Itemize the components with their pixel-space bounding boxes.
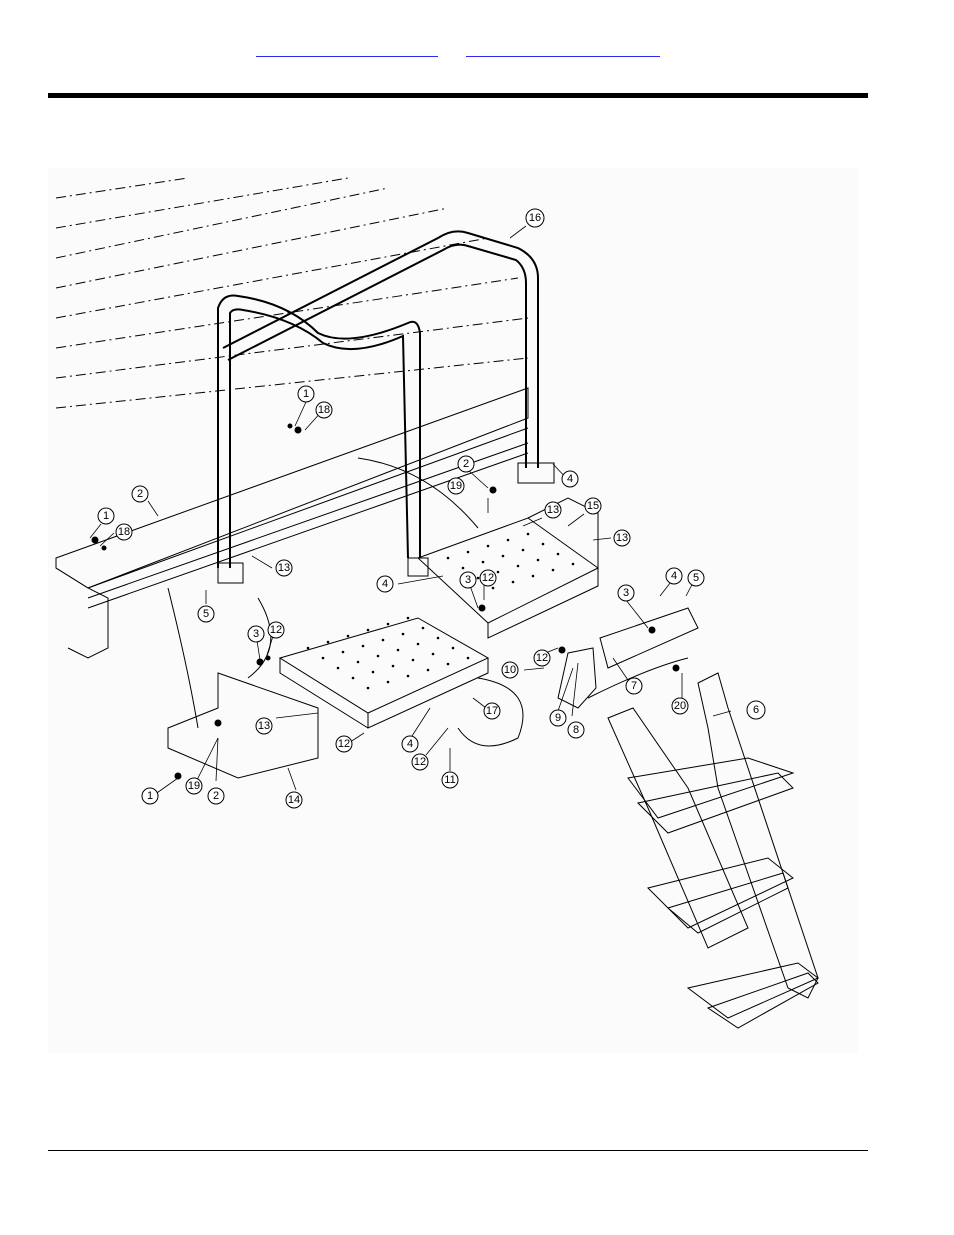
hardware-holes [91, 423, 680, 780]
right-bracket [599, 607, 699, 669]
callout-12-label: 12 [414, 756, 426, 768]
callout-14-label: 14 [288, 794, 300, 806]
callout-5-label: 5 [203, 608, 209, 620]
callout-16: 16 [525, 208, 545, 228]
callout-4-label: 4 [567, 473, 573, 485]
callout-5: 5 [687, 569, 705, 587]
callout-5-label: 5 [693, 572, 699, 584]
callout-13-label: 13 [258, 720, 270, 732]
callout-5: 5 [197, 605, 215, 623]
callout-7: 7 [625, 677, 643, 695]
callout-20: 20 [671, 697, 689, 715]
callout-10: 10 [501, 661, 519, 679]
callout-14: 14 [285, 791, 303, 809]
callout-2: 2 [457, 455, 475, 473]
handrails [217, 230, 539, 568]
callout-4: 4 [401, 735, 419, 753]
callout-2-label: 2 [463, 458, 469, 470]
callout-12: 12 [267, 621, 285, 639]
callout-18: 18 [115, 523, 133, 541]
callout-18: 18 [315, 401, 333, 419]
callout-12: 12 [479, 569, 497, 587]
callout-9-label: 9 [555, 712, 561, 724]
callout-12-label: 12 [482, 572, 494, 584]
callout-13: 13 [613, 529, 631, 547]
clamp [557, 647, 597, 709]
callout-4-label: 4 [671, 570, 677, 582]
callout-1: 1 [297, 385, 315, 403]
deck-dashed-lines [55, 177, 529, 409]
callout-4: 4 [665, 567, 683, 585]
callout-1: 1 [141, 787, 159, 805]
callout-3-label: 3 [253, 628, 259, 640]
header-rule [48, 93, 868, 98]
callout-4-label: 4 [407, 738, 413, 750]
callout-12: 12 [533, 649, 551, 667]
callout-2: 2 [207, 787, 225, 805]
callout-12-label: 12 [270, 624, 282, 636]
callout-9: 9 [549, 709, 567, 727]
callout-4-label: 4 [382, 578, 388, 590]
callout-17-label: 17 [486, 705, 498, 717]
callout-2: 2 [131, 485, 149, 503]
callout-13: 13 [255, 717, 273, 735]
callout-11: 11 [441, 771, 459, 789]
deck-perforations [306, 532, 575, 690]
callout-2-label: 2 [213, 790, 219, 802]
assembly-curves [167, 457, 689, 747]
callout-12: 12 [335, 735, 353, 753]
deck-beam [55, 387, 529, 659]
callout-19: 19 [447, 477, 465, 495]
left-platform [278, 617, 490, 729]
callout-1-label: 1 [147, 790, 153, 802]
footer-rule [48, 1150, 868, 1151]
callout-15: 15 [584, 497, 602, 515]
callout-10-label: 10 [504, 664, 516, 676]
callout-6: 6 [746, 700, 766, 720]
leader-lines [89, 225, 732, 796]
callout-4: 4 [561, 470, 579, 488]
callout-1: 1 [97, 507, 115, 525]
callout-19-label: 19 [450, 480, 462, 492]
callout-1-label: 1 [103, 510, 109, 522]
callout-20-label: 20 [674, 700, 686, 712]
callout-3: 3 [459, 571, 477, 589]
callout-12: 12 [411, 753, 429, 771]
callout-3: 3 [247, 625, 265, 643]
exploded-view-drawing: 16 1 18 2 4 19 13 15 13 2 1 18 13 5 4 3 … [55, 177, 819, 1029]
callout-12-label: 12 [536, 652, 548, 664]
callout-13: 13 [544, 501, 562, 519]
callout-4: 4 [376, 575, 394, 593]
callout-19: 19 [185, 777, 203, 795]
callout-19-label: 19 [188, 780, 200, 792]
ladder [607, 672, 819, 1029]
callout-3-label: 3 [623, 587, 629, 599]
callout-8: 8 [567, 721, 585, 739]
callout-2-label: 2 [137, 488, 143, 500]
callout-3: 3 [617, 584, 635, 602]
callout-13-label: 13 [547, 504, 559, 516]
parts-diagram: 16 1 18 2 4 19 13 15 13 2 1 18 13 5 4 3 … [48, 168, 858, 1053]
callout-11-label: 11 [444, 774, 455, 786]
callout-13: 13 [275, 559, 293, 577]
callout-1-label: 1 [303, 388, 309, 400]
header-link-1[interactable] [256, 40, 438, 57]
callout-15-label: 15 [587, 500, 599, 512]
callout-16-label: 16 [529, 212, 541, 224]
callout-18-label: 18 [318, 404, 330, 416]
callout-18-label: 18 [118, 526, 130, 538]
callout-12-label: 12 [338, 738, 350, 750]
callout-13-label: 13 [278, 562, 290, 574]
callout-3-label: 3 [465, 574, 471, 586]
callout-17: 17 [483, 702, 501, 720]
left-bracket [167, 562, 319, 779]
callout-13-label: 13 [616, 532, 628, 544]
callout-6-label: 6 [753, 704, 759, 716]
header-link-2[interactable] [466, 40, 660, 57]
callout-7-label: 7 [631, 680, 637, 692]
callout-8-label: 8 [573, 724, 579, 736]
